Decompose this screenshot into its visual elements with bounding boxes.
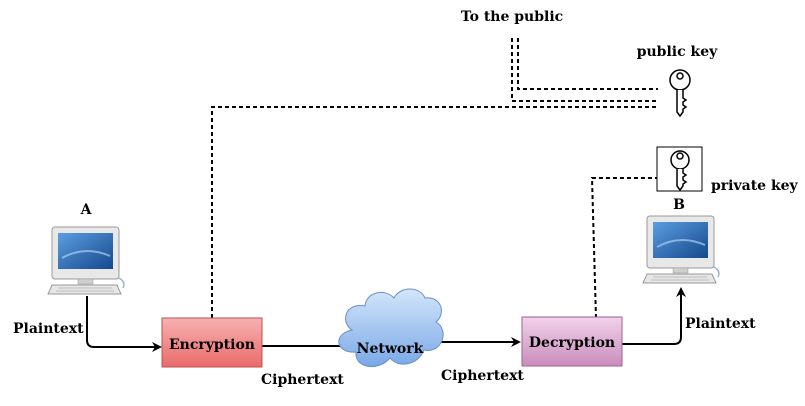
- decryption-label: Decryption: [529, 335, 615, 351]
- plaintext-left-label: Plaintext: [13, 321, 84, 337]
- to-public-label: To the public: [461, 9, 563, 25]
- public-path-inner: [517, 38, 658, 90]
- computer-b-icon: [642, 215, 720, 284]
- encryption-label: Encryption: [169, 337, 255, 353]
- computer-a-label: A: [80, 202, 93, 218]
- decryption-key-path: [590, 177, 658, 319]
- public-path-outer: [511, 38, 658, 102]
- data-flow: [86, 287, 686, 352]
- public-key-icon: [669, 69, 691, 118]
- public-key-connectors: [211, 38, 658, 319]
- decryption-node: Decryption: [521, 316, 623, 367]
- computer-a-icon: [47, 226, 125, 295]
- plaintext-right-label: Plaintext: [685, 316, 756, 332]
- encryption-node: Encryption: [161, 317, 263, 368]
- computer-b-label: B: [673, 197, 685, 213]
- public-key-label: public key: [637, 44, 718, 60]
- network-node: Network: [338, 288, 444, 367]
- network-label: Network: [357, 341, 424, 357]
- decryption-to-b-arrow: [622, 287, 686, 345]
- encryption-box: [161, 317, 263, 368]
- a-to-encryption-arrow: [86, 296, 162, 352]
- encryption-key-path: [211, 106, 658, 318]
- ciphertext-left-label: Ciphertext: [261, 372, 344, 388]
- private-key-icon: [656, 146, 703, 192]
- private-key-label: private key: [711, 178, 799, 194]
- decryption-box: [521, 316, 623, 367]
- network-cloud-icon: [338, 288, 444, 367]
- ciphertext-right-label: Ciphertext: [441, 368, 524, 384]
